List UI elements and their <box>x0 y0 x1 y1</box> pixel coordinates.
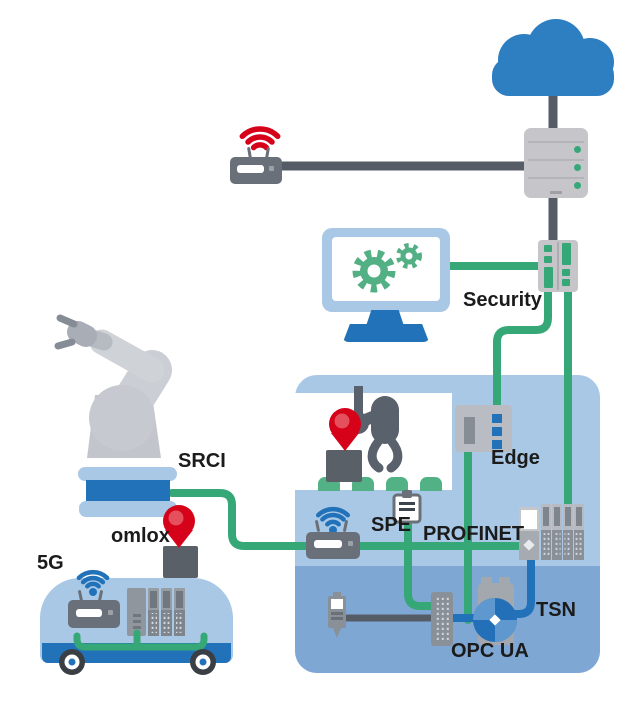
robot-pedestal-mid <box>86 480 170 502</box>
wifi-router-icon <box>68 600 120 628</box>
wifi-signal-5g-icon <box>76 569 110 596</box>
motor-icon <box>473 577 517 645</box>
agv-wheels <box>59 649 216 675</box>
server-rack-icon <box>524 128 588 198</box>
robot-pedestal-bottom <box>79 501 177 517</box>
router-slot <box>76 609 102 617</box>
edge-led <box>492 414 502 423</box>
gripper-icon <box>347 386 403 473</box>
label-spe: SPE <box>371 514 412 536</box>
wifi-signal-blue-icon <box>315 506 351 534</box>
server-led <box>574 182 581 189</box>
edge-slot <box>464 417 475 444</box>
server-handle <box>550 191 562 194</box>
label-srci: SRCI <box>178 450 226 472</box>
clipboard-icon <box>392 490 422 524</box>
wheel-icon <box>190 649 216 675</box>
label-opc-ua: OPC UA <box>451 640 529 662</box>
security-port <box>544 245 552 252</box>
robot-arm-icon <box>54 314 172 458</box>
gear-icon <box>352 243 422 293</box>
server-led <box>574 146 581 153</box>
tracked-part-box <box>326 450 362 482</box>
wifi-access-point <box>228 110 288 186</box>
wifi-router-icon <box>230 157 282 184</box>
label-5g: 5G <box>37 552 64 574</box>
wheel-icon <box>59 649 85 675</box>
monitor-neck <box>366 310 404 326</box>
wifi-router-icon <box>306 532 360 559</box>
agv-router <box>66 586 122 628</box>
monitor-gears-icon <box>322 228 450 346</box>
monitor-base <box>343 324 429 342</box>
router-dot <box>348 541 353 546</box>
io-module-icon <box>431 592 453 646</box>
cloud-icon <box>492 19 614 96</box>
edge-device-icon <box>455 405 512 452</box>
router-dot <box>108 610 113 615</box>
location-pin-icon <box>163 505 195 548</box>
conveyor-tab <box>386 477 408 491</box>
security-port <box>544 256 552 263</box>
security-divider <box>557 242 559 290</box>
label-omlox: omlox <box>111 525 170 547</box>
router-dot <box>269 166 274 171</box>
security-port <box>562 269 570 276</box>
router-slot <box>314 540 342 548</box>
security-appliance-icon <box>538 240 578 292</box>
plc-rack-icon <box>519 504 584 560</box>
label-security: Security <box>463 289 542 311</box>
conveyor-tab <box>420 477 442 491</box>
security-port <box>562 243 571 265</box>
server-divider <box>528 141 584 143</box>
server-led <box>574 164 581 171</box>
location-pin-icon <box>329 408 361 451</box>
label-tsn: TSN <box>536 599 576 621</box>
wifi-signal-red-icon <box>239 126 281 151</box>
cell-wifi-router <box>304 492 364 562</box>
edge-led <box>492 440 502 449</box>
sensor-icon <box>328 592 346 638</box>
label-profinet: PROFINET <box>423 523 525 545</box>
agv-plc-icon <box>127 588 185 636</box>
security-port <box>562 279 570 286</box>
edge-led <box>492 427 502 436</box>
robot-pedestal-top <box>78 467 177 481</box>
server-divider <box>528 159 584 161</box>
router-slot <box>237 165 264 173</box>
server-divider <box>528 177 584 179</box>
security-port <box>544 267 553 288</box>
label-edge: Edge <box>491 447 540 469</box>
omlox-tracker-box <box>163 546 198 578</box>
